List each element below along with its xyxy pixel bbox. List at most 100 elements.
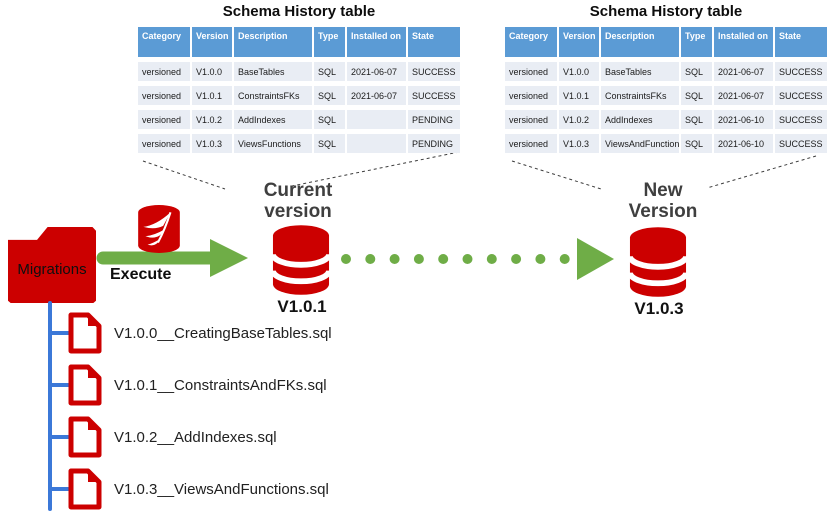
callout-line — [511, 160, 602, 190]
table-header-cell: Description — [234, 27, 312, 57]
table-header-cell: State — [408, 27, 460, 57]
table-cell: AddIndexes — [601, 110, 679, 129]
new-db-version: V1.0.3 — [634, 299, 684, 318]
table-cell: versioned — [138, 134, 190, 153]
migration-file-item: V1.0.2__AddIndexes.sql — [48, 411, 332, 463]
table-cell: ConstraintsFKs — [234, 86, 312, 105]
table-cell: SUCCESS — [775, 110, 827, 129]
execute-label: Execute — [110, 266, 172, 283]
table-header-cell: State — [775, 27, 827, 57]
table-cell — [347, 134, 406, 153]
table-header-cell: Installed on — [714, 27, 773, 57]
migration-dotted-flow-arrow — [341, 238, 614, 280]
tree-branch-line — [48, 331, 70, 335]
table-cell: ConstraintsFKs — [601, 86, 679, 105]
current-db-version: V1.0.1 — [277, 297, 327, 316]
sql-file-icon — [68, 364, 102, 406]
migrations-folder-icon: Migrations — [8, 227, 96, 303]
table-title: Schema History table — [589, 3, 743, 20]
table-cell: versioned — [138, 62, 190, 81]
tree-branch-line — [48, 487, 70, 491]
table-cell: V1.0.1 — [559, 86, 599, 105]
table-header-cell: Category — [505, 27, 557, 57]
table-cell: ViewsFunctions — [234, 134, 312, 153]
table-cell: SQL — [681, 86, 712, 105]
tree-branch-line — [48, 435, 70, 439]
table-cell: SUCCESS — [775, 86, 827, 105]
current-database-icon — [272, 225, 330, 295]
table-cell: versioned — [505, 86, 557, 105]
table-cell: SQL — [314, 62, 345, 81]
table-cell: PENDING — [408, 110, 460, 129]
table-cell: SQL — [681, 134, 712, 153]
table-cell: V1.0.2 — [192, 110, 232, 129]
table-cell: SUCCESS — [775, 62, 827, 81]
table-cell: 2021-06-07 — [714, 62, 773, 81]
table-cell: 2021-06-07 — [347, 86, 406, 105]
table-cell: SUCCESS — [408, 86, 460, 105]
table-cell: PENDING — [408, 134, 460, 153]
table-cell: V1.0.1 — [192, 86, 232, 105]
current-version-label: Current version — [263, 180, 333, 223]
migration-files-list: V1.0.0__CreatingBaseTables.sql V1.0.1__C… — [48, 307, 332, 511]
tree-branch-line — [48, 383, 70, 387]
table-cell: V1.0.3 — [192, 134, 232, 153]
sql-file-icon — [68, 416, 102, 458]
table-title: Schema History table — [222, 3, 376, 20]
table-cell: versioned — [138, 86, 190, 105]
table-header-cell: Type — [681, 27, 712, 57]
table-cell: SQL — [681, 62, 712, 81]
table-cell: ViewsAndFunctions — [601, 134, 679, 153]
table-header-cell: Type — [314, 27, 345, 57]
table-cell: V1.0.0 — [192, 62, 232, 81]
migration-file-item: V1.0.3__ViewsAndFunctions.sql — [48, 463, 332, 511]
callout-line — [142, 160, 226, 190]
table-header-cell: Version — [559, 27, 599, 57]
table-cell: 2021-06-10 — [714, 110, 773, 129]
table-cell: V1.0.0 — [559, 62, 599, 81]
table-header-cell: Version — [192, 27, 232, 57]
migration-file-item: V1.0.0__CreatingBaseTables.sql — [48, 307, 332, 359]
new-database-icon — [629, 227, 687, 297]
callout-line — [706, 155, 817, 189]
migration-file-name: V1.0.2__AddIndexes.sql — [114, 428, 277, 446]
table-cell: 2021-06-07 — [714, 86, 773, 105]
table-cell: SQL — [681, 110, 712, 129]
migration-file-item: V1.0.1__ConstraintsAndFKs.sql — [48, 359, 332, 411]
table-cell: SUCCESS — [775, 134, 827, 153]
table-header-cell: Description — [601, 27, 679, 57]
table-cell: AddIndexes — [234, 110, 312, 129]
table-cell: BaseTables — [601, 62, 679, 81]
sql-file-icon — [68, 312, 102, 354]
table-cell: V1.0.2 — [559, 110, 599, 129]
table-cell: 2021-06-10 — [714, 134, 773, 153]
flyway-logo-icon — [138, 205, 180, 253]
table-header-cell: Category — [138, 27, 190, 57]
migration-file-name: V1.0.3__ViewsAndFunctions.sql — [114, 480, 329, 498]
table-cell: versioned — [505, 134, 557, 153]
tree-trunk-line — [48, 301, 52, 511]
table-cell: BaseTables — [234, 62, 312, 81]
table-cell: SQL — [314, 134, 345, 153]
migrations-folder-label: Migrations — [17, 260, 87, 278]
table-cell: versioned — [505, 62, 557, 81]
table-cell: versioned — [505, 110, 557, 129]
table-cell: 2021-06-07 — [347, 62, 406, 81]
table-cell: V1.0.3 — [559, 134, 599, 153]
table-cell — [347, 110, 406, 129]
sql-file-icon — [68, 468, 102, 510]
